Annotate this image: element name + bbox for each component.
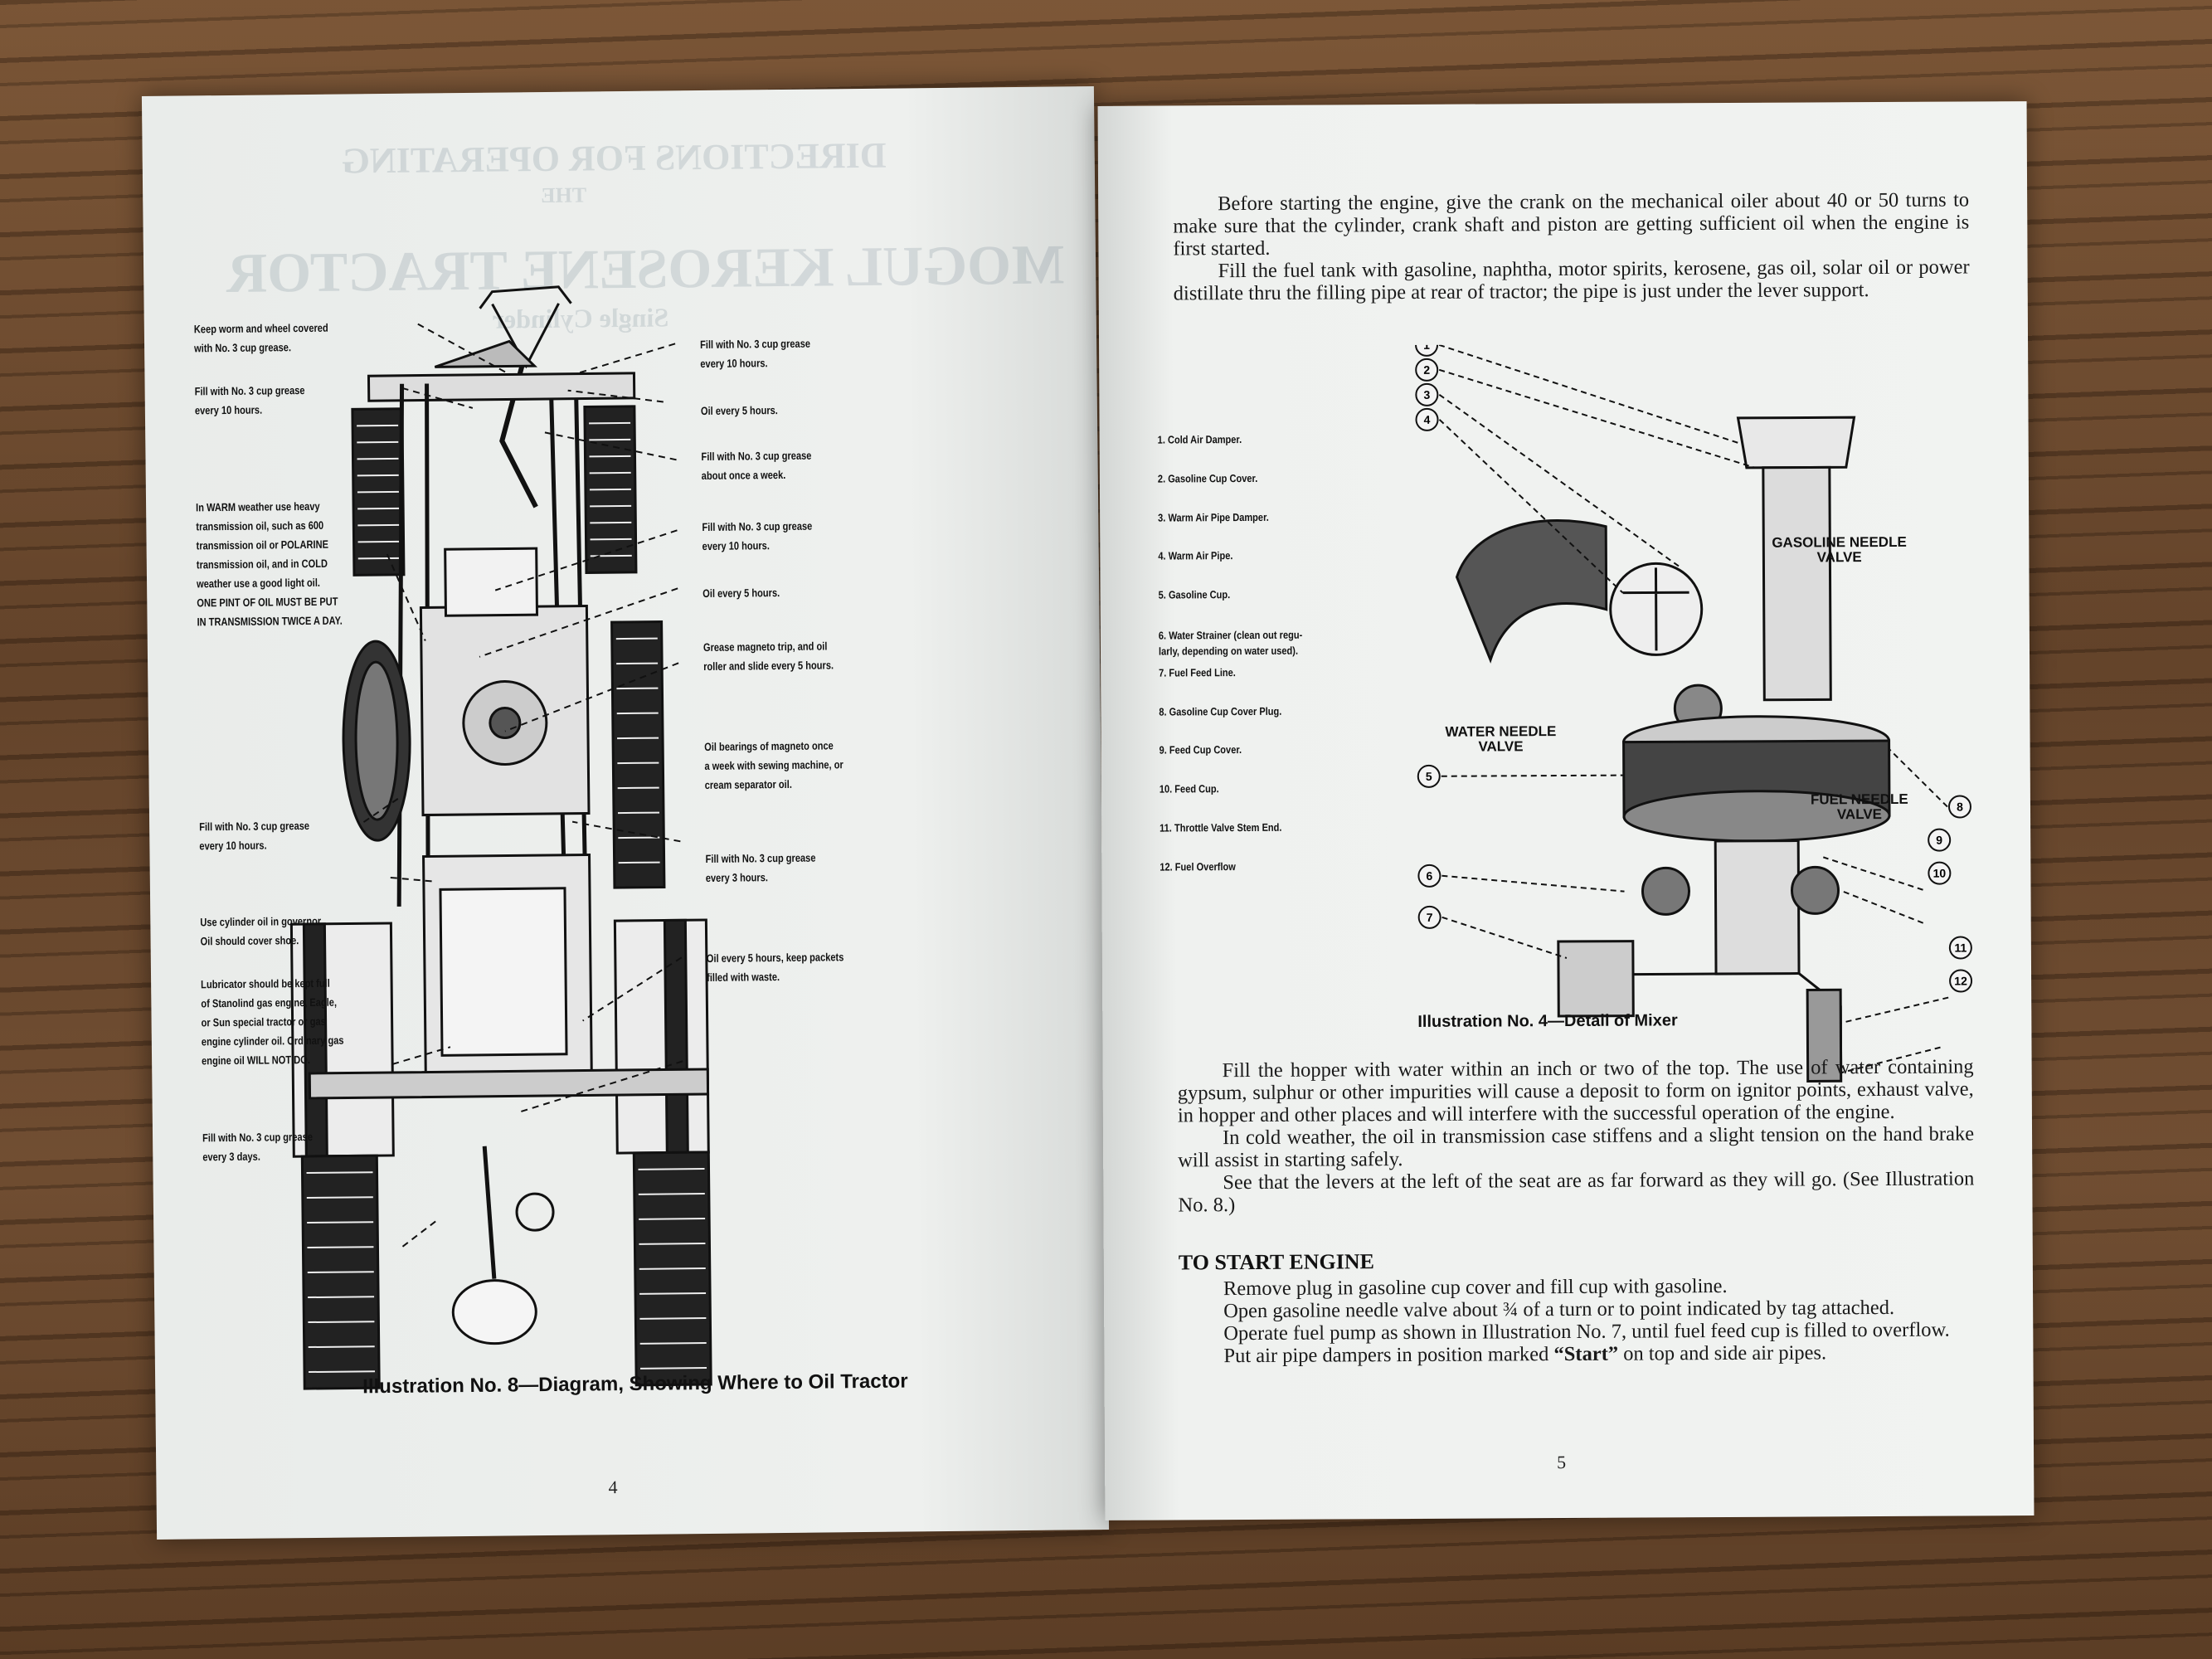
label-rear-grease: Fill with No. 3 cup grease every 3 days.: [202, 1130, 314, 1164]
parts-list-item: 8. Gasoline Cup Cover Plug.: [1159, 704, 1282, 718]
page-number-left: 4: [608, 1477, 618, 1498]
label-fuel-needle-valve: FUEL NEEDLE VALVE: [1810, 791, 1908, 823]
label-right-5: Oil every 5 hours.: [702, 586, 780, 601]
label-right-9: Oil every 5 hours, keep packets filled w…: [706, 951, 844, 984]
levers-paragraph: See that the levers at the left of the s…: [1178, 1167, 1975, 1217]
parts-list-item: 6. Water Strainer (clean out regu- larly…: [1158, 628, 1303, 658]
label-lubricator: Lubricator should be kept full of Stanol…: [201, 976, 344, 1068]
start-engine-text: Remove plug in gasoline cup cover and fi…: [1179, 1273, 1976, 1367]
start-step-4-prefix: Put air pipe dampers in position marked: [1223, 1343, 1554, 1368]
callout-number: 1: [1423, 342, 1430, 352]
illustration-4-caption: Illustration No. 4—Detail of Mixer: [1417, 1011, 1678, 1031]
start-step-4-suffix: on top and side air pipes.: [1617, 1341, 1827, 1365]
callout-number: 7: [1427, 911, 1433, 924]
right-page: Before starting the engine, give the cra…: [1097, 101, 2035, 1520]
parts-list-item: 3. Warm Air Pipe Damper.: [1158, 510, 1269, 524]
label-right-6: Grease magneto trip, and oil roller and …: [702, 640, 834, 674]
label-right-1: Fill with No. 3 cup grease every 10 hour…: [700, 337, 811, 371]
label-water-needle-valve: WATER NEEDLE VALVE: [1445, 723, 1557, 755]
parts-list-item: 7. Fuel Feed Line.: [1159, 665, 1236, 679]
parts-list-item: 1. Cold Air Damper.: [1157, 433, 1242, 446]
parts-list-item: 10. Feed Cup.: [1159, 782, 1219, 795]
callout-number: 8: [1957, 800, 1963, 813]
parts-list-item: 4. Warm Air Pipe.: [1158, 549, 1233, 562]
label-right-4: Fill with No. 3 cup grease every 10 hour…: [702, 519, 813, 553]
parts-list-item: 5. Gasoline Cup.: [1158, 588, 1231, 601]
label-worm-wheel: Keep worm and wheel covered with No. 3 c…: [193, 321, 328, 355]
callout-number: 6: [1426, 869, 1432, 883]
callout-number: 10: [1933, 867, 1947, 880]
label-right-2: Oil every 5 hours.: [700, 404, 778, 418]
callout-number: 11: [1954, 941, 1966, 954]
label-right-8: Fill with No. 3 cup grease every 3 hours…: [705, 851, 816, 884]
parts-list-item: 11. Throttle Valve Stem End.: [1159, 820, 1282, 834]
label-front-grease: Fill with No. 3 cup grease every 10 hour…: [194, 384, 305, 417]
to-start-engine-heading: TO START ENGINE: [1178, 1249, 1374, 1275]
start-emphasis: “Start”: [1553, 1342, 1619, 1366]
mixer-parts-list: 1. Cold Air Damper. 2. Gasoline Cup Cove…: [1158, 432, 1426, 899]
hopper-paragraph: Fill the hopper with water within an inc…: [1177, 1055, 1974, 1127]
callout-number: 2: [1423, 363, 1430, 377]
label-governor-oil: Use cylinder oil in governor. Oil should…: [200, 914, 323, 948]
callout-number: 5: [1426, 770, 1432, 783]
start-step-3: Operate fuel pump as shown in Illustrati…: [1223, 1318, 1950, 1345]
tractor-oiling-diagram: [289, 285, 712, 1390]
parts-list-item: 2. Gasoline Cup Cover.: [1157, 471, 1258, 485]
label-right-3: Fill with No. 3 cup grease about once a …: [701, 449, 812, 483]
label-transmission-oil: In WARM weather use heavy transmission o…: [196, 499, 343, 629]
intro-paragraph-2: Fill the fuel tank with gasoline, naphth…: [1173, 255, 1970, 305]
label-right-7: Oil bearings of magneto once a week with…: [704, 739, 843, 791]
callout-number: 4: [1424, 413, 1431, 426]
callout-number: 9: [1936, 834, 1942, 847]
left-page: DIRECTIONS FOR OPERATING THE MOGUL KEROS…: [141, 86, 1110, 1540]
parts-list-item: 12. Fuel Overflow: [1159, 859, 1236, 873]
start-step-4: Put air pipe dampers in position marked …: [1179, 1340, 1975, 1367]
page-number-right: 5: [1557, 1452, 1567, 1473]
callout-number: 3: [1423, 388, 1430, 401]
cold-weather-paragraph: In cold weather, the oil in transmission…: [1178, 1122, 1975, 1172]
parts-list-item: 9. Feed Cup Cover.: [1159, 743, 1242, 757]
callout-number: 12: [1954, 974, 1967, 987]
label-gasoline-needle-valve: GASOLINE NEEDLE VALVE: [1772, 533, 1907, 566]
intro-text: Before starting the engine, give the cra…: [1173, 188, 1970, 304]
label-side-grease: Fill with No. 3 cup grease every 10 hour…: [199, 819, 310, 853]
middle-text: Fill the hopper with water within an inc…: [1178, 1055, 1975, 1216]
intro-paragraph-1: Before starting the engine, give the cra…: [1173, 188, 1970, 260]
